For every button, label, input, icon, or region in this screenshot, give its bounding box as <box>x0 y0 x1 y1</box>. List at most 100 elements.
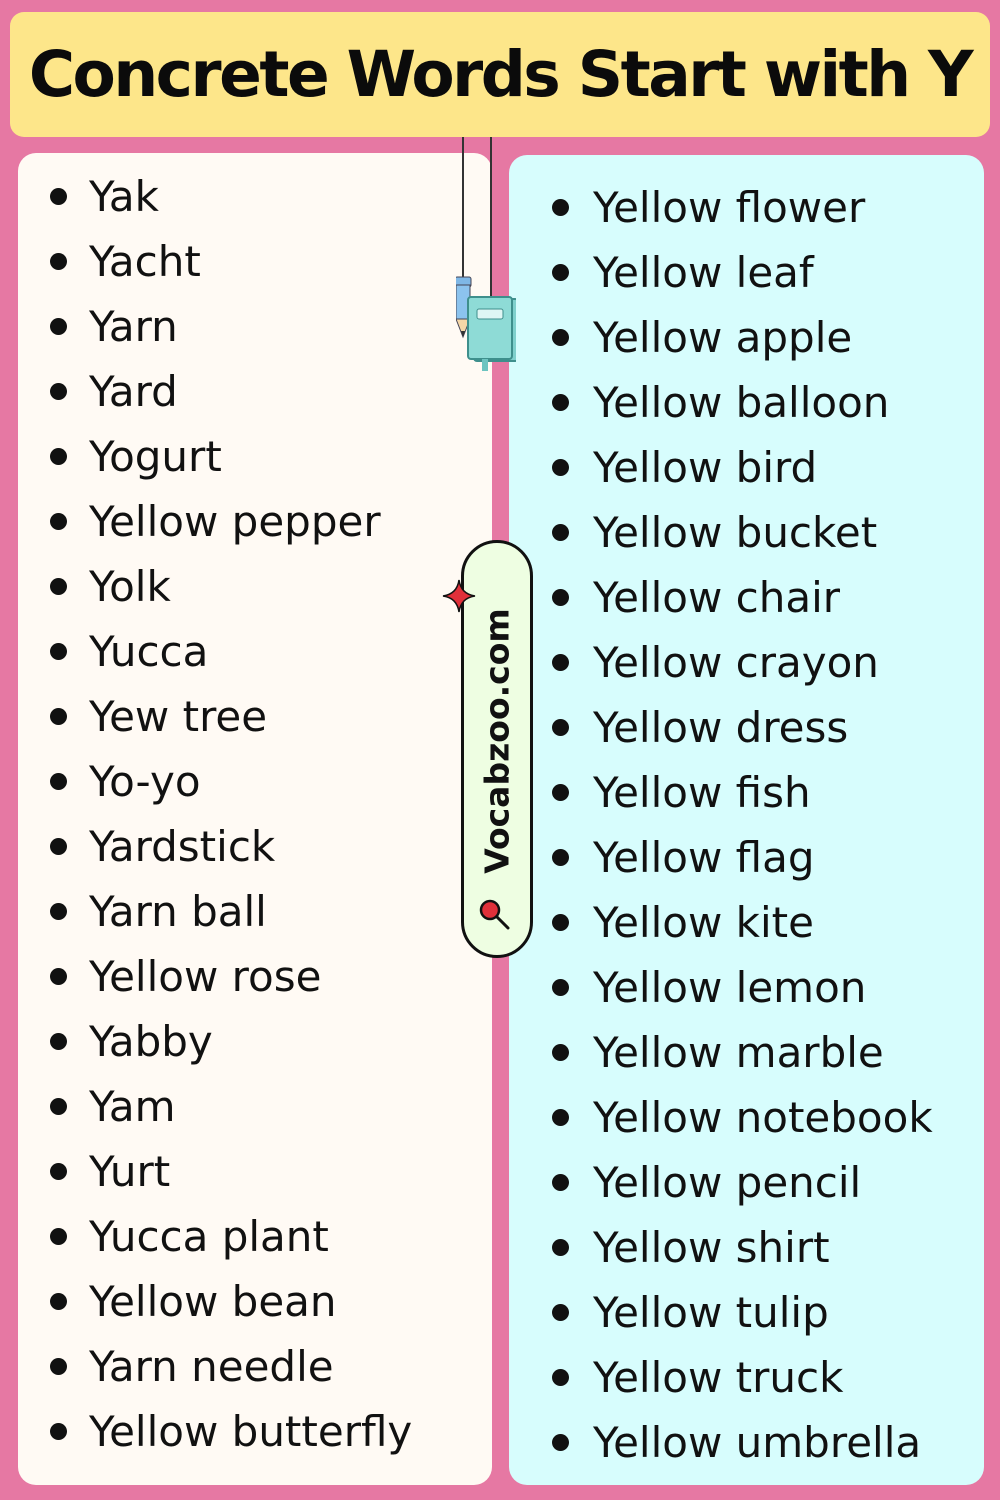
word-text: Yellow chair <box>593 573 841 622</box>
word-text: Yellow tulip <box>593 1288 829 1337</box>
list-item: Yarn needle <box>18 1334 412 1399</box>
word-text: Yellow notebook <box>593 1093 933 1142</box>
brand-badge: Vocabzoo.com <box>461 540 533 958</box>
bullet-icon <box>50 1358 67 1375</box>
bullet-icon <box>552 784 569 801</box>
title-banner: Concrete Words Start with Y <box>10 12 990 137</box>
bullet-icon <box>552 459 569 476</box>
bullet-icon <box>50 1098 67 1115</box>
list-item: Yellow chair <box>509 565 933 630</box>
list-item: Yellow rose <box>18 944 412 1009</box>
bullet-icon <box>50 1033 67 1050</box>
word-text: Yak <box>89 172 159 221</box>
list-item: Yellow pepper <box>18 489 412 554</box>
word-text: Yellow butterfly <box>89 1407 413 1456</box>
word-text: Yellow pencil <box>593 1158 862 1207</box>
list-item: Yolk <box>18 554 412 619</box>
word-text: Yogurt <box>89 432 222 481</box>
word-text: Yacht <box>89 237 201 286</box>
bullet-icon <box>50 188 67 205</box>
bullet-icon <box>552 524 569 541</box>
bullet-icon <box>552 1174 569 1191</box>
word-text: Yellow kite <box>593 898 814 947</box>
bullet-icon <box>552 849 569 866</box>
word-text: Yarn ball <box>89 887 267 936</box>
list-item: Yabby <box>18 1009 412 1074</box>
word-text: Yew tree <box>89 692 268 741</box>
bullet-icon <box>552 1239 569 1256</box>
list-item: Yellow flag <box>509 825 933 890</box>
list-item: Yellow bucket <box>509 500 933 565</box>
list-item: Yak <box>18 164 412 229</box>
brand-name: Vocabzoo.com <box>477 607 517 874</box>
bullet-icon <box>552 589 569 606</box>
bullet-icon <box>50 318 67 335</box>
word-text: Yellow rose <box>89 952 322 1001</box>
list-item: Yacht <box>18 229 412 294</box>
hanging-decoration <box>456 137 516 371</box>
bullet-icon <box>50 1163 67 1180</box>
bullet-icon <box>552 199 569 216</box>
word-text: Yellow balloon <box>593 378 890 427</box>
bullet-icon <box>552 1304 569 1321</box>
bullet-icon <box>50 1228 67 1245</box>
bullet-icon <box>552 914 569 931</box>
word-text: Yellow crayon <box>593 638 879 687</box>
word-text: Yellow pepper <box>89 497 381 546</box>
word-text: Yurt <box>89 1147 171 1196</box>
list-item: Yellow marble <box>509 1020 933 1085</box>
word-text: Yo-yo <box>89 757 201 806</box>
word-text: Yard <box>89 367 178 416</box>
list-item: Yellow fish <box>509 760 933 825</box>
word-text: Yellow truck <box>593 1353 844 1402</box>
bullet-icon <box>50 1293 67 1310</box>
list-item: Yucca <box>18 619 412 684</box>
word-text: Yellow umbrella <box>593 1418 922 1467</box>
notebook-icon <box>467 296 516 371</box>
list-item: Yellow notebook <box>509 1085 933 1150</box>
list-item: Yellow crayon <box>509 630 933 695</box>
word-text: Yucca plant <box>89 1212 329 1261</box>
bullet-icon <box>552 1044 569 1061</box>
bullet-icon <box>50 773 67 790</box>
bullet-icon <box>552 1434 569 1451</box>
list-item: Yellow butterfly <box>18 1399 412 1464</box>
bullet-icon <box>50 643 67 660</box>
bullet-icon <box>552 394 569 411</box>
bullet-icon <box>50 903 67 920</box>
bullet-icon <box>50 708 67 725</box>
bullet-icon <box>50 968 67 985</box>
word-text: Yarn <box>89 302 178 351</box>
list-item: Yew tree <box>18 684 412 749</box>
pencil-icon <box>456 276 472 339</box>
word-text: Yellow flag <box>593 833 815 882</box>
list-item: Yellow shirt <box>509 1215 933 1280</box>
word-text: Yardstick <box>89 822 276 871</box>
bullet-icon <box>50 838 67 855</box>
list-item: Yellow tulip <box>509 1280 933 1345</box>
list-item: Yogurt <box>18 424 412 489</box>
bullet-icon <box>50 253 67 270</box>
bullet-icon <box>50 448 67 465</box>
word-text: Yucca <box>89 627 209 676</box>
word-text: Yolk <box>89 562 171 611</box>
word-text: Yellow fish <box>593 768 811 817</box>
list-item: Yellow truck <box>509 1345 933 1410</box>
word-text: Yellow flower <box>593 183 866 232</box>
bullet-icon <box>552 654 569 671</box>
list-item: Yellow lemon <box>509 955 933 1020</box>
list-item: Yellow dress <box>509 695 933 760</box>
word-text: Yellow bean <box>89 1277 337 1326</box>
word-text: Yarn needle <box>89 1342 334 1391</box>
bullet-icon <box>50 1423 67 1440</box>
bullet-icon <box>552 719 569 736</box>
bullet-icon <box>552 1369 569 1386</box>
list-item: Yellow balloon <box>509 370 933 435</box>
list-item: Yam <box>18 1074 412 1139</box>
word-text: Yellow leaf <box>593 248 814 297</box>
word-text: Yellow dress <box>593 703 849 752</box>
bullet-icon <box>552 264 569 281</box>
